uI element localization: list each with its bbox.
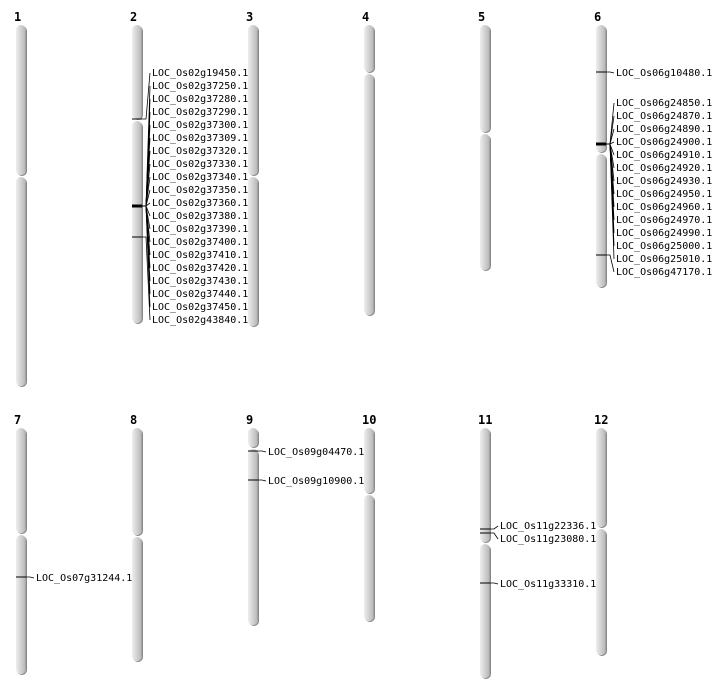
chromosome-short-arm [596,428,606,527]
gene-label: LOC_Os09g10900.1 [268,476,365,487]
gene-label: LOC_Os02g37420.1 [152,263,249,274]
gene-label: LOC_Os02g37430.1 [152,276,249,287]
gene-label: LOC_Os06g24920.1 [616,163,712,174]
chromosome-short-arm [132,428,142,535]
gene-label: LOC_Os02g37450.1 [152,302,249,313]
chromosome-number: 12 [594,413,609,427]
gene-label: LOC_Os06g24850.1 [616,98,712,109]
gene-label: LOC_Os02g37400.1 [152,237,249,248]
chromosome-long-arm [132,121,142,323]
gene-label: LOC_Os06g24950.1 [616,189,712,200]
chromosome-number: 5 [478,10,486,24]
gene-label: LOC_Os11g33310.1 [500,579,597,590]
gene-label: LOC_Os02g37340.1 [152,172,249,183]
gene-connector [26,576,35,579]
gene-label: LOC_Os02g37290.1 [152,107,249,118]
gene-label: LOC_Os02g37280.1 [152,94,249,105]
chromosome-number: 7 [14,413,22,427]
chromosome-number: 3 [246,10,254,24]
gene-label: LOC_Os06g24990.1 [616,228,712,239]
chromosome-long-arm [364,495,374,621]
chromosome-long-arm [480,544,490,678]
gene-label: LOC_Os06g24910.1 [616,150,712,161]
gene-label: LOC_Os02g37309.1 [152,133,249,144]
chromosome-number: 4 [362,10,370,24]
gene-label: LOC_Os06g24900.1 [616,137,712,148]
chromosome-short-arm [596,25,606,152]
gene-label: LOC_Os06g25010.1 [616,254,712,265]
gene-connector [142,205,151,308]
gene-label: LOC_Os06g24960.1 [616,202,712,213]
chromosome-long-arm [364,74,374,315]
gene-label: LOC_Os02g37380.1 [152,211,249,222]
gene-label: LOC_Os06g24890.1 [616,124,712,135]
gene-connector [606,115,615,145]
chromosome-long-arm [248,449,258,625]
chromosome-short-arm [364,25,374,72]
chromosome-long-arm [596,529,606,655]
chromosome-short-arm [364,428,374,493]
chromosome-long-arm [480,134,490,270]
gene-label: LOC_Os02g37410.1 [152,250,249,261]
gene-label: LOC_Os02g37320.1 [152,146,249,157]
chromosome-short-arm [16,428,26,533]
chromosome-number: 9 [246,413,254,427]
gene-connector [606,254,615,273]
chromosome-long-arm [16,177,26,386]
gene-connector [142,72,151,120]
gene-label: LOC_Os06g25000.1 [616,241,712,252]
chromosome-short-arm [248,428,258,447]
gene-label: LOC_Os11g23080.1 [500,534,597,545]
gene-label: LOC_Os02g43840.1 [152,315,249,326]
gene-label: LOC_Os02g37350.1 [152,185,249,196]
gene-label: LOC_Os06g24970.1 [616,215,712,226]
gene-label: LOC_Os06g10480.1 [616,68,712,79]
gene-connector [490,525,499,530]
chromosome-long-arm [16,535,26,674]
gene-label: LOC_Os02g19450.1 [152,68,249,79]
gene-connector [606,71,615,74]
gene-label: LOC_Os09g04470.1 [268,447,365,458]
chromosome-long-arm [248,177,258,326]
chromosome-long-arm [596,154,606,287]
gene-label: LOC_Os02g37330.1 [152,159,249,170]
gene-label: LOC_Os06g47170.1 [616,267,712,278]
chromosome-number: 2 [130,10,138,24]
chromosome-number: 6 [594,10,602,24]
chromosome-short-arm [132,25,142,119]
chromosome-short-arm [248,25,258,175]
chromosome-number: 8 [130,413,138,427]
gene-connector [142,236,151,321]
gene-label: LOC_Os02g37360.1 [152,198,249,209]
chromosome-number: 10 [362,413,377,427]
gene-label: LOC_Os02g37440.1 [152,289,249,300]
chromosome-number: 11 [478,413,493,427]
gene-label: LOC_Os11g22336.1 [500,521,597,532]
chromosome-number: 1 [14,10,22,24]
gene-label: LOC_Os07g31244.1 [36,573,133,584]
gene-connector [490,582,499,585]
gene-connector [606,143,615,260]
chromosome-long-arm [132,537,142,661]
gene-connector [258,450,267,453]
chromosome-short-arm [480,428,490,542]
gene-label: LOC_Os02g37250.1 [152,81,249,92]
gene-label: LOC_Os06g24870.1 [616,111,712,122]
gene-label: LOC_Os02g37300.1 [152,120,249,131]
gene-label: LOC_Os06g24930.1 [616,176,712,187]
gene-label: LOC_Os02g37390.1 [152,224,249,235]
gene-connector [258,479,267,482]
chromosome-short-arm [480,25,490,132]
gene-connector [490,532,499,540]
chromosome-short-arm [16,25,26,175]
